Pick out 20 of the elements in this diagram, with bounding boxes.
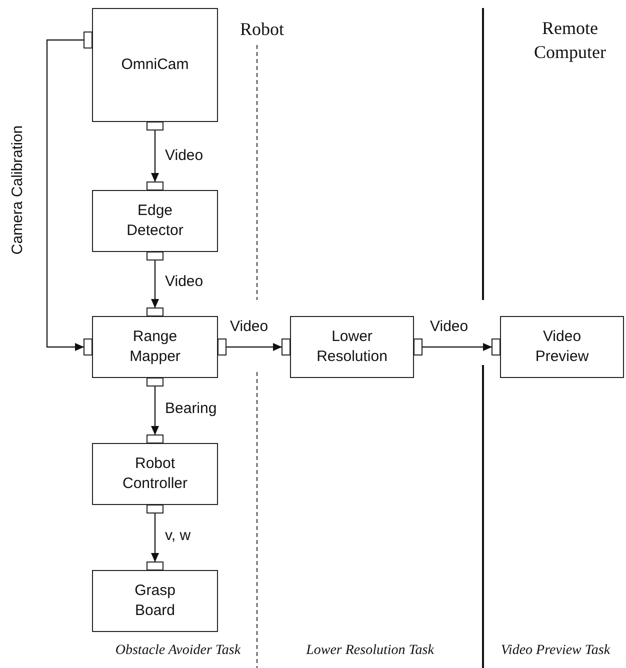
process-box: OmniCam [92, 8, 218, 122]
arrow [151, 130, 159, 182]
process-box: Video Preview [500, 316, 624, 378]
edge-label: Bearing [163, 400, 219, 418]
task-label: Video Preview Task [500, 642, 612, 660]
process-box: Robot Controller [92, 443, 218, 505]
arrow [226, 343, 282, 351]
arrow [422, 343, 492, 351]
process-box: Lower Resolution [290, 316, 414, 378]
arrow [151, 386, 159, 435]
arrow [46, 39, 84, 351]
process-box: Grasp Board [92, 570, 218, 632]
task-label: Lower Resolution Task [305, 642, 435, 660]
process-box: Range Mapper [92, 316, 218, 378]
task-label: Obstacle Avoider Task [114, 642, 242, 660]
arrow [151, 513, 159, 562]
section-heading: Remote Computer [533, 17, 607, 64]
section-heading: Robot [238, 18, 285, 41]
arrow [151, 260, 159, 308]
process-box: Edge Detector [92, 190, 218, 252]
